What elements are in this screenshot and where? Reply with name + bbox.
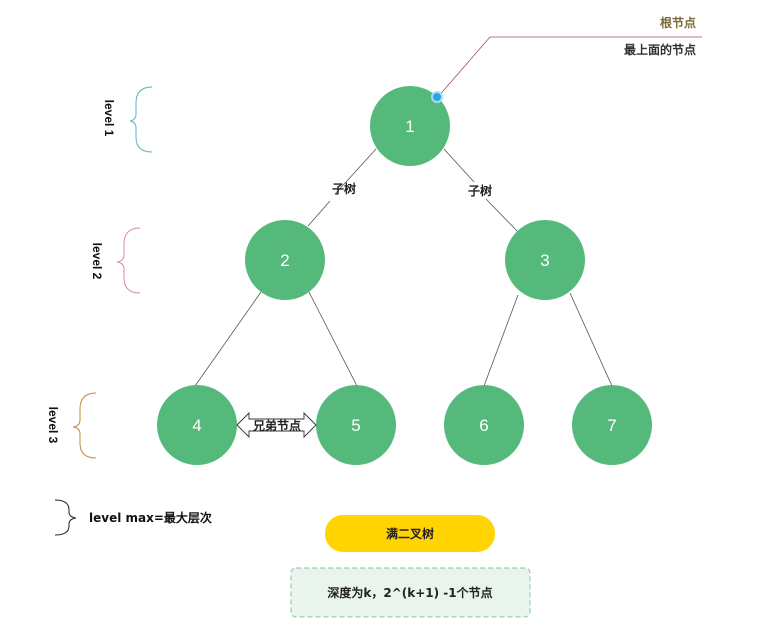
node-label-6: 6 [479,416,488,435]
edge-3-6 [483,294,519,387]
tree-node-3[interactable]: 3 [505,220,585,300]
edge-3-7 [569,292,613,387]
callout-leader-line [436,36,702,99]
brace-level-max [54,499,77,536]
full-binary-tree-label: 满二叉树 [386,526,434,541]
tree-node-4[interactable]: 4 [157,385,237,465]
tree-node-6[interactable]: 6 [444,385,524,465]
full-binary-tree-pill: 满二叉树 [325,515,495,552]
level-1-marker: level 1 [102,86,153,153]
level-max-marker: level max=最大层次 [54,499,212,536]
node-label-3: 3 [540,251,549,270]
node-label-5: 5 [351,416,360,435]
tree-node-1[interactable]: 1 [370,86,450,166]
edge-2-4 [194,291,262,387]
tree-node-5[interactable]: 5 [316,385,396,465]
brace-level-1 [129,86,153,153]
edge-1-3-lower [485,198,521,235]
edge-1-3 [443,148,475,183]
level-1-label: level 1 [102,100,116,137]
sibling-label: 兄弟节点 [252,418,301,433]
sibling-double-arrow: 兄弟节点 [236,411,317,439]
tree-edges [194,148,613,387]
edge-label-left: 子树 [332,181,356,196]
brace-level-3 [72,392,97,459]
level-2-marker: level 2 [90,227,141,294]
node-label-7: 7 [607,416,616,435]
edge-1-2 [335,148,377,194]
tree-node-7[interactable]: 7 [572,385,652,465]
tree-node-2[interactable]: 2 [245,220,325,300]
callout-anchor-dot [431,91,443,103]
depth-formula-box: 深度为k，2^(k+1) -1个节点 [290,567,531,618]
level-3-marker: level 3 [46,392,97,459]
brace-level-2 [116,227,141,294]
edge-2-5 [308,291,358,387]
level-2-label: level 2 [90,243,104,280]
level-3-label: level 3 [46,407,60,444]
node-label-1: 1 [405,117,414,136]
level-max-label: level max=最大层次 [89,510,212,525]
node-label-4: 4 [192,416,201,435]
depth-formula-text: 深度为k，2^(k+1) -1个节点 [327,585,492,600]
edge-1-2-lower [307,200,331,227]
callout-subtitle: 最上面的节点 [624,42,696,57]
edge-label-right: 子树 [468,183,492,198]
node-label-2: 2 [280,251,289,270]
root-callout: 根节点 最上面的节点 [436,15,702,99]
callout-title: 根节点 [660,15,696,30]
